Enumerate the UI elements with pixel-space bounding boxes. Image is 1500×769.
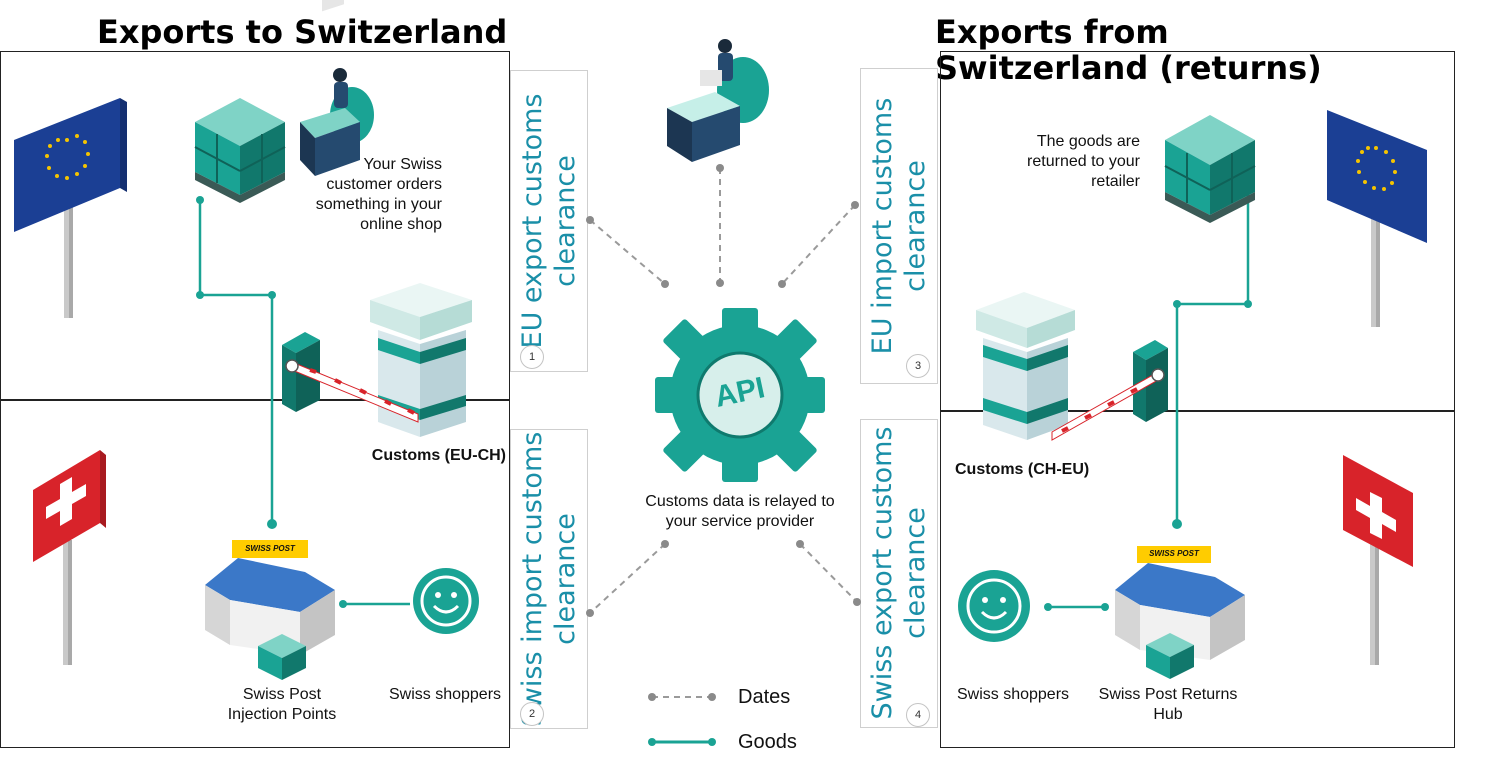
dates-dot	[716, 164, 724, 172]
relay-text: Customs data is relayed to your service …	[645, 493, 835, 530]
swiss-post-logo-left: SWISS POST	[245, 544, 295, 553]
left-title: Exports to Switzerland	[97, 13, 508, 51]
right-panel	[940, 51, 1455, 748]
right-title: Exports from Switzerland (returns)	[935, 13, 1322, 87]
goods-line-left	[198, 200, 410, 606]
swiss-post-warehouse-left	[205, 540, 335, 655]
customs-booth-left	[370, 283, 472, 437]
dates-dot	[796, 540, 804, 548]
injection-points-label: Swiss Post Injection Points	[227, 686, 337, 723]
right-panel-divider	[940, 410, 1455, 412]
step-2-number: 2	[520, 702, 544, 726]
api-gear-icon	[655, 308, 825, 482]
parcel-box-right	[1146, 633, 1194, 679]
left-panel-divider	[0, 399, 510, 401]
legend-goods-line	[648, 738, 716, 746]
swiss-shoppers-label-right: Swiss shoppers	[956, 686, 1070, 703]
dates-lines	[589, 168, 858, 614]
swiss-flag-left	[33, 450, 106, 665]
step-box-1	[510, 70, 588, 372]
dates-dot	[586, 216, 594, 224]
dates-dot	[851, 201, 859, 209]
customs-booth-right	[976, 292, 1075, 440]
step-box-3	[860, 68, 938, 384]
eu-flag-right	[1327, 110, 1427, 327]
goods-line-right	[1048, 190, 1250, 609]
legend-dates-label: Dates	[738, 686, 791, 708]
dates-dot	[661, 280, 669, 288]
customs-barrier-left	[282, 332, 419, 423]
parcel-box-left	[258, 634, 306, 680]
customs-eu-ch-label: Customs (EU-CH)	[371, 447, 506, 464]
swiss-post-logo-right: SWISS POST	[1149, 549, 1199, 558]
step-1-number: 1	[520, 345, 544, 369]
step-box-4	[860, 419, 938, 728]
dates-dot	[661, 540, 669, 548]
returns-hub-label: Swiss Post Returns Hub	[1098, 686, 1238, 723]
legend-goods-label: Goods	[738, 731, 797, 753]
step-4-number: 4	[906, 703, 930, 727]
smiley-icon-left	[413, 568, 479, 634]
legend-dates-line	[648, 693, 716, 701]
dates-dot	[586, 609, 594, 617]
service-provider-person-icon	[667, 39, 769, 162]
customs-ch-eu-label: Customs (CH-EU)	[955, 461, 1090, 478]
parcel-stack-left	[194, 98, 286, 203]
eu-flag-left	[14, 98, 127, 318]
step-box-2	[510, 429, 588, 729]
customer-person-icon	[300, 0, 374, 176]
dates-dot	[716, 279, 724, 287]
customs-barrier-right	[1051, 340, 1168, 441]
parcel-stack-right	[1164, 115, 1256, 223]
dates-dot	[853, 598, 861, 606]
swiss-flag-right	[1343, 455, 1413, 665]
swiss-shoppers-label-left: Swiss shoppers	[388, 686, 502, 703]
customer-order-text: Your Swiss customer orders something in …	[315, 156, 442, 233]
dates-dot	[778, 280, 786, 288]
goods-returned-text: The goods are returned to your retailer	[1027, 133, 1140, 190]
step-3-number: 3	[906, 354, 930, 378]
smiley-icon-right	[958, 570, 1030, 642]
